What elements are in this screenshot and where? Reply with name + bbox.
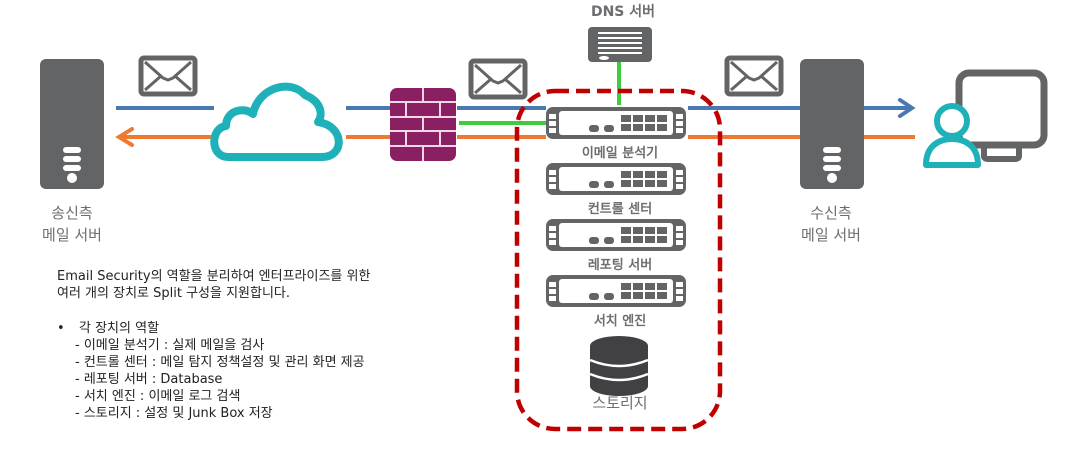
user-computer-icon xyxy=(923,69,1048,168)
split-cluster: 이메일 분석기 컨트롤 센터 레포팅 서버 서치 엔진 스토리지 xyxy=(546,107,686,412)
device-label: 컨트롤 센터 xyxy=(588,201,652,217)
server-tower-icon xyxy=(800,59,864,189)
receiver-label-line1: 수신측 xyxy=(810,204,851,222)
dns-server: DNS 서버 xyxy=(588,3,655,62)
device-control-center: 컨트롤 센터 xyxy=(546,163,686,217)
bullet-icon: • xyxy=(57,321,65,336)
device-label: 스토리지 xyxy=(592,394,647,412)
bullet-title: 각 장치의 역할 xyxy=(79,321,160,336)
dns-server-icon xyxy=(588,27,652,62)
outbound-line-segments xyxy=(115,127,915,147)
device-label: 서치 엔진 xyxy=(594,313,646,329)
envelope-icon xyxy=(141,58,195,94)
arrow-right-icon xyxy=(898,98,916,118)
appliance-icon xyxy=(546,107,686,139)
device-storage: 스토리지 xyxy=(589,336,649,412)
dns-server-label: DNS 서버 xyxy=(591,3,655,20)
receiver-mail-server: 수신측 메일 서버 xyxy=(800,59,864,244)
database-icon xyxy=(589,336,649,396)
device-email-analyzer: 이메일 분석기 xyxy=(546,107,686,161)
envelope-icon xyxy=(727,58,781,94)
role-item: - 스토리지 : 설정 및 Junk Box 저장 xyxy=(75,406,273,421)
cloud-icon xyxy=(210,82,343,161)
device-label: 이메일 분석기 xyxy=(582,145,658,161)
role-item: - 이메일 분석기 : 실제 메일을 검사 xyxy=(75,338,265,353)
sender-label-line1: 송신측 xyxy=(51,204,92,222)
role-item: - 컨트롤 센터 : 메일 탐지 정책설정 및 관리 화면 제공 xyxy=(75,355,365,370)
role-item: - 서치 엔진 : 이메일 로그 검색 xyxy=(75,389,241,404)
receiver-label-line2: 메일 서버 xyxy=(801,226,861,244)
appliance-icon xyxy=(546,275,686,307)
envelope-icon xyxy=(471,61,525,97)
split-cluster-boundary xyxy=(514,88,723,432)
device-reporting-server: 레포팅 서버 xyxy=(546,219,686,273)
appliance-icon xyxy=(546,219,686,251)
role-list: • 각 장치의 역할 - 이메일 분석기 : 실제 메일을 검사 - 컨트롤 센… xyxy=(57,320,370,422)
role-item: - 레포팅 서버 : Database xyxy=(75,372,223,387)
device-search-engine: 서치 엔진 xyxy=(546,275,686,329)
intro-text: Email Security의 역할을 분리하여 엔터프라이즈를 위한 여러 개… xyxy=(57,268,370,302)
intro-line2: 여러 개의 장치로 Split 구성을 지원합니다. xyxy=(57,286,291,301)
sender-label-line2: 메일 서버 xyxy=(42,226,102,244)
device-label: 레포팅 서버 xyxy=(588,257,652,273)
server-tower-icon xyxy=(40,59,104,189)
firewall-icon xyxy=(390,88,456,161)
intro-line1: Email Security의 역할을 분리하여 엔터프라이즈를 위한 xyxy=(57,269,371,284)
arrow-left-icon xyxy=(115,127,134,147)
dns-link-lines xyxy=(459,62,621,125)
sender-mail-server: 송신측 메일 서버 xyxy=(40,59,104,244)
description-panel: Email Security의 역할을 분리하여 엔터프라이즈를 위한 여러 개… xyxy=(57,268,370,422)
appliance-icon xyxy=(546,163,686,195)
bullet-heading: • 각 장치의 역할 xyxy=(57,320,370,337)
inbound-line-segments xyxy=(116,98,916,118)
